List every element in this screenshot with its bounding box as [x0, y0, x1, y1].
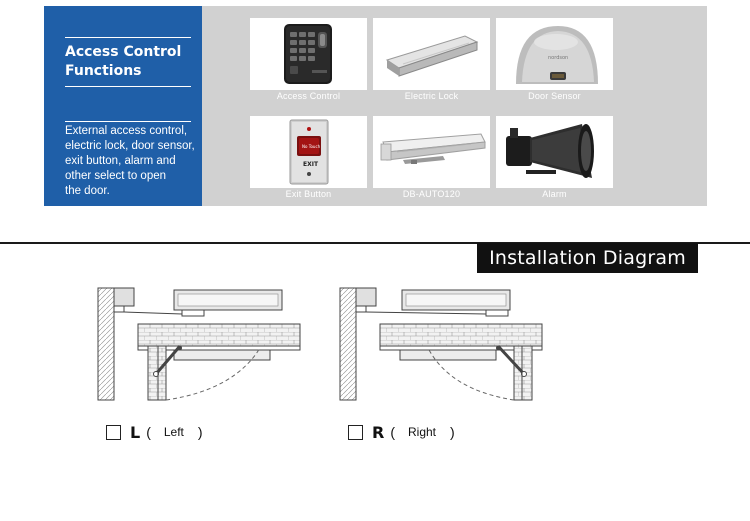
functions-panel: Access Control Functions External access… [44, 6, 202, 206]
exit-button-caption: Exit Button [285, 189, 332, 199]
desc-rule [65, 121, 191, 122]
access-control-banner: Access Control Functions External access… [44, 6, 707, 206]
functions-title: Access Control Functions [65, 44, 182, 79]
alarm-horn-icon [506, 124, 594, 178]
electric-lock-caption: Electric Lock [404, 91, 459, 101]
installation-diagram-title: Installation Diagram [477, 243, 698, 273]
functions-description: External access control, electric lock, … [65, 125, 195, 197]
right-word: Right [408, 425, 437, 439]
section-divider [0, 242, 750, 244]
door-sensor-icon: nordson [516, 26, 598, 84]
title-rule-bottom [65, 86, 191, 87]
no-touch-label: No Touch [302, 144, 321, 149]
exit-button-tile: No Touch EXIT [250, 116, 367, 188]
left-letter: L [130, 422, 141, 442]
exit-button-icon: No Touch EXIT [289, 119, 329, 185]
magnetic-lock-icon [385, 35, 479, 77]
access-control-tile [250, 18, 367, 90]
right-letter: R [372, 422, 385, 442]
exit-label: EXIT [303, 161, 319, 168]
door-operator-icon [380, 133, 486, 164]
right-installation-diagram [338, 284, 548, 408]
left-word: Left [163, 425, 184, 439]
door-operator-caption: DB-AUTO120 [402, 189, 461, 199]
right-checkbox[interactable] [348, 424, 363, 440]
door-sensor-caption: Door Sensor [528, 91, 581, 101]
door-sensor-brand: nordson [548, 55, 568, 61]
left-installation-diagram [96, 284, 306, 408]
alarm-caption: Alarm [542, 189, 567, 199]
door-operator-tile [373, 116, 490, 188]
left-close-paren: ) [197, 424, 203, 440]
left-checkbox[interactable] [106, 424, 121, 440]
right-close-paren: ) [450, 424, 455, 440]
title-rule-top [65, 37, 191, 38]
door-sensor-tile: nordson [496, 18, 613, 90]
right-open-paren: ( [390, 424, 395, 440]
left-option[interactable]: L ( Left ) [106, 421, 203, 443]
access-control-caption: Access Control [276, 91, 341, 101]
electric-lock-tile [373, 18, 490, 90]
left-open-paren: ( [146, 424, 151, 440]
alarm-tile [496, 116, 613, 188]
right-option[interactable]: R ( Right ) [348, 421, 455, 443]
keypad-icon [284, 24, 332, 84]
